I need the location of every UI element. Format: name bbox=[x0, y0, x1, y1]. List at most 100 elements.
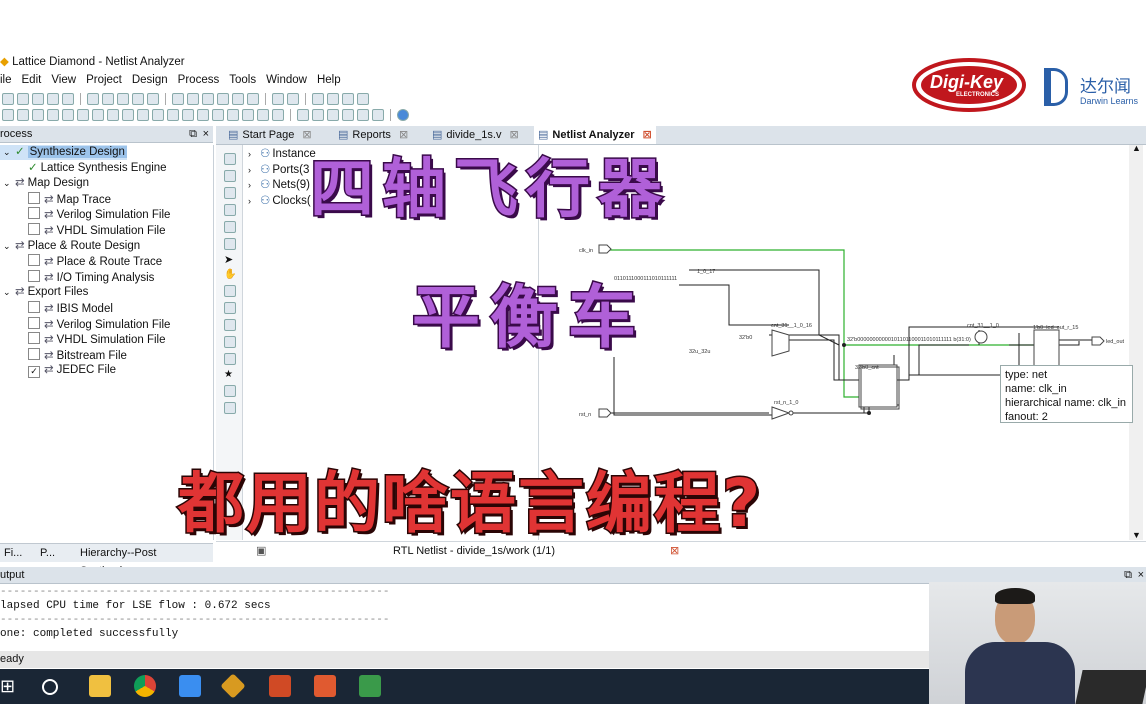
netlist-tool-icon[interactable] bbox=[224, 353, 236, 365]
help-icon[interactable] bbox=[397, 109, 409, 121]
copy-icon[interactable] bbox=[132, 93, 144, 105]
tool-icon[interactable] bbox=[32, 109, 44, 121]
tool-icon[interactable] bbox=[62, 109, 74, 121]
process-checkbox[interactable] bbox=[28, 316, 40, 329]
tool-icon[interactable] bbox=[137, 109, 149, 121]
start-icon[interactable]: ⊞ bbox=[0, 676, 16, 696]
editor-tab[interactable]: ▤Start Page⊠ bbox=[224, 126, 316, 144]
netlist-tree-item[interactable]: ›⚇Ports(3 bbox=[244, 163, 309, 178]
process-tree-item[interactable]: ⌄⇄Map Design bbox=[0, 176, 89, 191]
vivado-icon[interactable] bbox=[359, 675, 381, 697]
tool-icon[interactable] bbox=[182, 109, 194, 121]
process-checkbox[interactable] bbox=[28, 223, 40, 235]
process-checkbox[interactable] bbox=[28, 269, 40, 282]
process-checkbox[interactable] bbox=[28, 254, 40, 267]
process-checkbox[interactable]: ✓ bbox=[28, 366, 40, 379]
menu-item[interactable]: Window bbox=[266, 74, 307, 86]
tool-icon[interactable] bbox=[372, 109, 384, 121]
expand-arrow-icon[interactable]: › bbox=[248, 195, 251, 206]
photos-icon[interactable] bbox=[314, 675, 336, 697]
tab-close-icon[interactable]: ⊠ bbox=[398, 129, 409, 141]
zoom-in-icon[interactable] bbox=[187, 93, 199, 105]
process-checkbox[interactable] bbox=[28, 301, 40, 313]
process-bottom-tab[interactable]: Fi... bbox=[4, 547, 23, 559]
tool-icon[interactable] bbox=[257, 109, 269, 121]
tool-icon[interactable] bbox=[152, 109, 164, 121]
netlist-tool-icon[interactable] bbox=[224, 238, 236, 250]
process-tree-item[interactable]: ✓⇄JEDEC File bbox=[0, 363, 116, 379]
process-tree-item[interactable]: ⌄⇄Export Files bbox=[0, 285, 88, 300]
netlist-tool-icon[interactable] bbox=[224, 204, 236, 216]
expand-chevron-icon[interactable]: ⌄ bbox=[3, 287, 11, 298]
panel-float-icon[interactable]: ⧉ bbox=[189, 128, 197, 140]
zoom-fit-icon[interactable] bbox=[217, 93, 229, 105]
process-tree-item[interactable]: ⇄VHDL Simulation File bbox=[0, 223, 166, 238]
editor-tab[interactable]: ▤divide_1s.v⊠ bbox=[428, 126, 523, 144]
netlist-tool-icon[interactable] bbox=[224, 187, 236, 199]
tool-icon[interactable] bbox=[92, 109, 104, 121]
netlist-tool-icon[interactable] bbox=[224, 319, 236, 331]
menu-item[interactable]: ile bbox=[0, 74, 12, 86]
tool-icon[interactable] bbox=[327, 109, 339, 121]
star-icon[interactable]: ★ bbox=[224, 369, 233, 380]
panel-close-icon[interactable]: × bbox=[202, 128, 209, 140]
netlist-tree-item[interactable]: ›⚇Nets(9) bbox=[244, 178, 310, 193]
hand-icon[interactable]: ✋ bbox=[224, 269, 237, 280]
menu-item[interactable]: Design bbox=[131, 74, 168, 86]
netlist-tool-icon[interactable] bbox=[224, 221, 236, 233]
menu-item[interactable]: Tools bbox=[229, 74, 257, 86]
process-tree-item[interactable]: ⇄Verilog Simulation File bbox=[0, 207, 170, 222]
save-all-icon[interactable] bbox=[47, 93, 59, 105]
netlist-tool-icon[interactable] bbox=[224, 153, 236, 165]
expand-arrow-icon[interactable]: › bbox=[248, 149, 251, 159]
tool-icon[interactable] bbox=[2, 109, 14, 121]
redo-icon[interactable] bbox=[102, 93, 114, 105]
zoom-icon[interactable] bbox=[247, 93, 259, 105]
chrome-icon[interactable] bbox=[134, 675, 156, 697]
tool-icon[interactable] bbox=[227, 109, 239, 121]
editor-tab[interactable]: ▤Reports⊠ bbox=[334, 126, 412, 144]
scroll-down-icon[interactable]: ▼ bbox=[1132, 530, 1141, 540]
new-icon[interactable] bbox=[2, 93, 14, 105]
process-tree-item[interactable]: ⇄IBIS Model bbox=[0, 301, 113, 316]
process-checkbox[interactable] bbox=[28, 207, 40, 220]
menu-item[interactable]: Edit bbox=[21, 74, 42, 86]
process-tree-item[interactable]: ⌄✓Synthesize Design bbox=[0, 145, 127, 160]
undo-icon[interactable] bbox=[87, 93, 99, 105]
window2-icon[interactable] bbox=[327, 93, 339, 105]
window3-icon[interactable] bbox=[342, 93, 354, 105]
expand-chevron-icon[interactable]: ⌄ bbox=[3, 178, 11, 189]
menu-item[interactable]: View bbox=[51, 74, 77, 86]
expand-arrow-icon[interactable]: › bbox=[248, 164, 251, 175]
expand-chevron-icon[interactable]: ⌄ bbox=[3, 240, 11, 251]
tool-icon[interactable] bbox=[167, 109, 179, 121]
zoom-out-icon[interactable] bbox=[202, 93, 214, 105]
notes-icon[interactable] bbox=[179, 675, 201, 697]
close-netlist-icon[interactable]: ⊠ bbox=[670, 545, 680, 557]
explorer-icon[interactable] bbox=[89, 675, 111, 697]
print-icon[interactable] bbox=[62, 93, 74, 105]
save-icon[interactable] bbox=[32, 93, 44, 105]
tool-icon[interactable] bbox=[197, 109, 209, 121]
schematic-canvas[interactable]: clk_in rst_n led_out 32'b000000000001011… bbox=[539, 145, 1129, 540]
window4-icon[interactable] bbox=[357, 93, 369, 105]
powerpoint-icon[interactable] bbox=[269, 675, 291, 697]
process-tree-item[interactable]: ⇄Map Trace bbox=[0, 191, 111, 207]
process-tree-item[interactable]: ⇄I/O Timing Analysis bbox=[0, 269, 154, 285]
process-tree-item[interactable]: ⌄⇄Place & Route Design bbox=[0, 239, 140, 254]
tool-icon[interactable] bbox=[312, 109, 324, 121]
process-checkbox[interactable] bbox=[28, 332, 40, 345]
select-pointer-icon[interactable]: ➤ bbox=[224, 254, 234, 266]
editor-tab[interactable]: ▤Netlist Analyzer⊠ bbox=[534, 126, 656, 144]
netlist-tree-item[interactable]: ›⚇Clocks( bbox=[244, 194, 311, 209]
cortana-icon[interactable] bbox=[42, 679, 58, 695]
process-checkbox[interactable] bbox=[28, 191, 40, 204]
menu-item[interactable]: Help bbox=[316, 74, 341, 86]
tool-icon[interactable] bbox=[357, 109, 369, 121]
process-tree-item[interactable]: ⇄Verilog Simulation File bbox=[0, 316, 170, 332]
scroll-up-icon[interactable]: ▲ bbox=[1132, 143, 1141, 153]
find-icon[interactable] bbox=[172, 93, 184, 105]
tool-icon[interactable] bbox=[342, 109, 354, 121]
tool-icon[interactable] bbox=[122, 109, 134, 121]
tab-close-icon[interactable]: ⊠ bbox=[509, 129, 519, 141]
